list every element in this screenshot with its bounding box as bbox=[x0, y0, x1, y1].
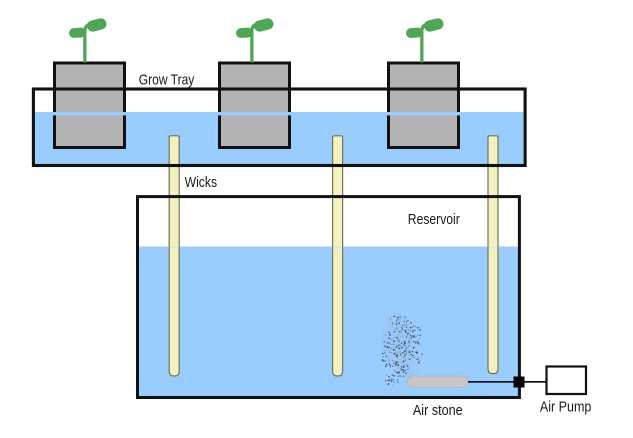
svg-text:Air Pump: Air Pump bbox=[540, 399, 592, 416]
svg-text:Reservoir: Reservoir bbox=[408, 211, 460, 228]
svg-text:Grow Tray: Grow Tray bbox=[139, 71, 195, 88]
svg-text:Air stone: Air stone bbox=[413, 402, 463, 419]
svg-text:Wicks: Wicks bbox=[185, 174, 218, 191]
